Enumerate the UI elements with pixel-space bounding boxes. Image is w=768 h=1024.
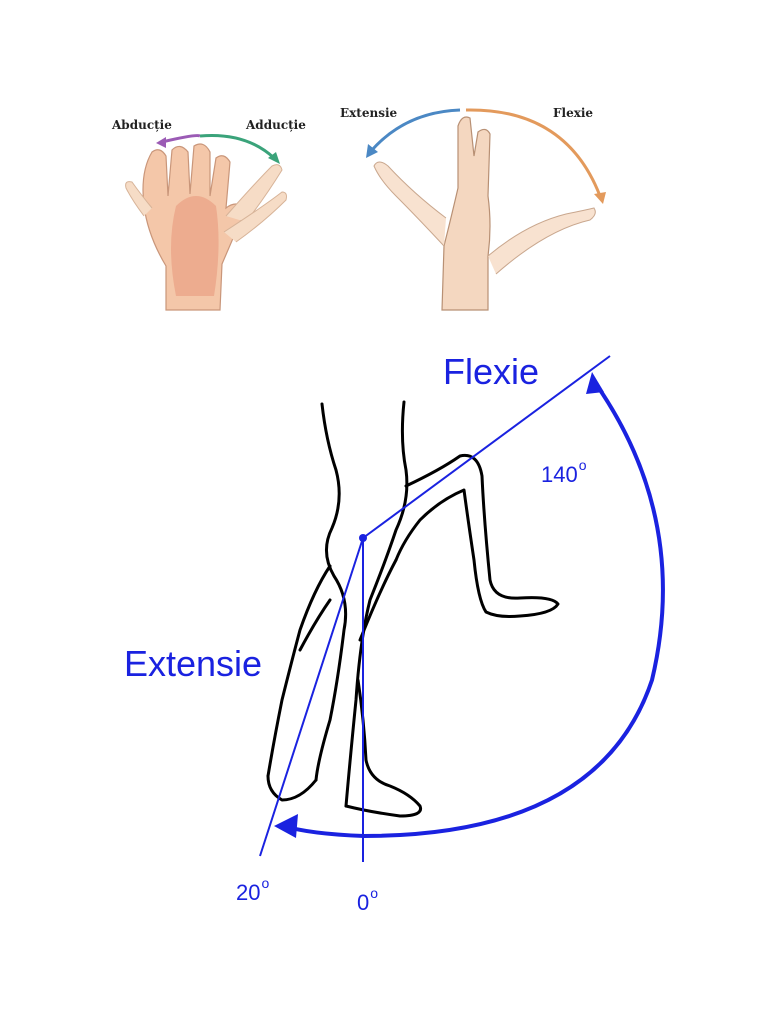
extension-angle-label: 20o — [236, 875, 270, 905]
abduction-label: Abducție — [112, 118, 172, 132]
angle-lines — [259, 355, 611, 862]
knee-flexion-label: Flexie — [443, 351, 540, 392]
zero-angle-label: 0o — [357, 885, 379, 915]
adduction-arrow — [199, 134, 280, 164]
abduction-hand-drawing — [125, 143, 287, 311]
knee-pivot-point — [359, 534, 367, 542]
flexion-reference-line — [362, 355, 611, 539]
knee-diagram — [259, 355, 665, 862]
wrist-hand-drawing — [373, 116, 596, 311]
adduction-label: Adducție — [246, 118, 306, 132]
hand-illustration — [125, 108, 606, 311]
flexion-arrow — [465, 108, 606, 204]
range-of-motion-arc — [274, 372, 665, 839]
extension-reference-line — [259, 537, 364, 857]
legs-outline — [266, 400, 560, 818]
extension-arrow — [366, 108, 461, 158]
abduction-arrow — [156, 134, 201, 148]
flexion-arrowhead — [586, 372, 604, 394]
degree-symbol: o — [370, 885, 379, 901]
degree-symbol: o — [261, 875, 270, 891]
knee-extension-label: Extensie — [124, 643, 263, 684]
extension-arrowhead — [274, 814, 298, 838]
flexion-angle-label: 140o — [541, 457, 587, 487]
degree-symbol: o — [578, 457, 587, 473]
hand-movements-panel: Abducție Adducție Extensie Flexie — [96, 96, 696, 320]
hand-flexion-label: Flexie — [553, 106, 594, 120]
hand-extension-label: Extensie — [340, 106, 398, 120]
